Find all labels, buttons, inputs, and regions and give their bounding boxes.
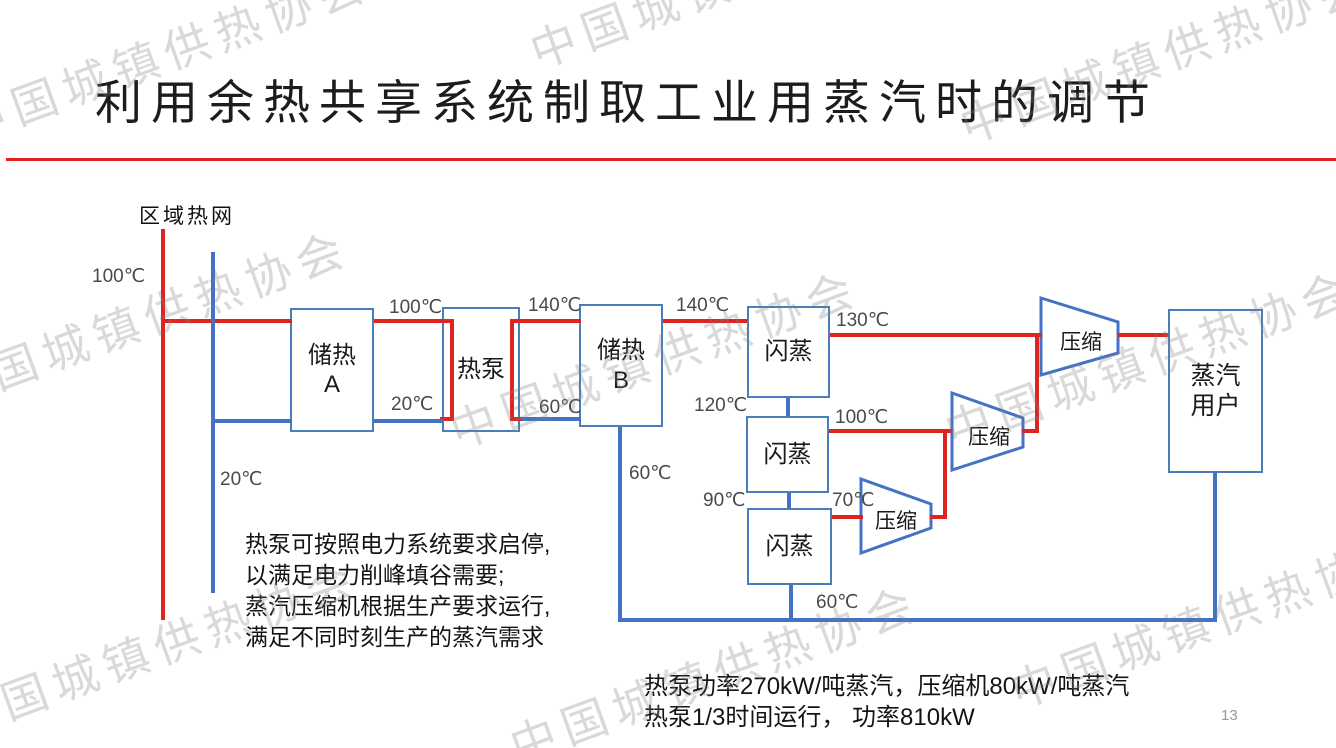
storage-b-sublabel: B bbox=[612, 366, 629, 394]
temp-storage-a-out: 100℃ bbox=[389, 297, 443, 318]
storage-a-label: 储热 bbox=[308, 341, 356, 369]
stats-line-2: 热泵1/3时间运行， 功率810kW bbox=[644, 704, 975, 731]
pipe-flash1-to-flash2 bbox=[786, 398, 790, 416]
pipe-storage-a-to-heatpump bbox=[374, 319, 454, 323]
pipe-heatpump-to-storage-b bbox=[510, 319, 581, 323]
pipe-storage-b-to-heatpump-return bbox=[522, 417, 581, 421]
pipe-flash2-to-flash3 bbox=[787, 493, 791, 508]
operation-notes: 热泵可按照电力系统要求启停, 以满足电力削峰填谷需要; 蒸汽压缩机根据生产要求运… bbox=[245, 529, 550, 653]
pipe-storage-b-down bbox=[618, 427, 622, 620]
temp-storage-b-return: 60℃ bbox=[629, 463, 672, 484]
heat-pump-label: 热泵 bbox=[457, 355, 505, 383]
power-stats: 热泵功率270kW/吨蒸汽，压缩机80kW/吨蒸汽 热泵1/3时间运行， 功率8… bbox=[644, 671, 1129, 733]
flash-2-box: 闪蒸 bbox=[746, 416, 829, 493]
pipe-storage-b-to-flash1 bbox=[663, 319, 747, 323]
flash-2-label: 闪蒸 bbox=[763, 440, 812, 468]
storage-b-box: 储热 B bbox=[579, 304, 663, 427]
compressor-2-label: 压缩 bbox=[968, 426, 1010, 449]
pipe-network-supply bbox=[161, 229, 165, 620]
note-line-1: 热泵可按照电力系统要求启停, bbox=[245, 531, 551, 557]
district-network-label: 区域热网 bbox=[139, 205, 235, 228]
flash-1-box: 闪蒸 bbox=[747, 306, 830, 398]
pipe-supply-to-storage-a bbox=[161, 319, 292, 323]
temp-flash1-steam: 130℃ bbox=[836, 310, 890, 331]
compressor-1-shape bbox=[1039, 295, 1120, 377]
temp-flash1-to-flash2: 120℃ bbox=[694, 395, 748, 416]
pipe-compressor1-to-user bbox=[1118, 333, 1168, 337]
steam-user-sublabel: 用户 bbox=[1190, 392, 1241, 420]
pipe-compressor2-riser bbox=[1035, 333, 1039, 433]
temp-storage-a-return: 20℃ bbox=[391, 394, 434, 415]
storage-a-sublabel: A bbox=[323, 371, 340, 398]
heatpump-left-coil-foot bbox=[440, 417, 454, 421]
pipe-flash2-steam bbox=[829, 429, 952, 433]
compressor-2-shape bbox=[950, 391, 1025, 472]
pipe-flash3-steam bbox=[832, 515, 863, 519]
compressor-3-shape bbox=[859, 477, 933, 555]
temp-heatpump-out: 140℃ bbox=[528, 295, 582, 316]
page-number: 13 bbox=[1221, 707, 1238, 724]
title-underline bbox=[6, 158, 1336, 161]
temp-condensate-return: 60℃ bbox=[816, 592, 859, 613]
steam-user-label: 蒸汽 bbox=[1190, 361, 1241, 390]
flash-1-label: 闪蒸 bbox=[764, 338, 813, 366]
pipe-user-condensate-down bbox=[1213, 471, 1217, 622]
stats-line-1: 热泵功率270kW/吨蒸汽，压缩机80kW/吨蒸汽 bbox=[644, 673, 1130, 700]
pipe-compressor2-outlet bbox=[1022, 429, 1039, 433]
heatpump-right-coil bbox=[510, 319, 514, 421]
temp-storage-b-out: 140℃ bbox=[676, 295, 730, 316]
page-title: 利用余热共享系统制取工业用蒸汽时的调节 bbox=[95, 76, 1159, 129]
storage-a-box: 储热 A bbox=[290, 308, 374, 432]
note-line-4: 满足不同时刻生产的蒸汽需求 bbox=[245, 624, 544, 650]
flash-3-box: 闪蒸 bbox=[747, 508, 832, 585]
compressor-1-label: 压缩 bbox=[1060, 331, 1102, 354]
steam-user-box: 蒸汽 用户 bbox=[1168, 309, 1263, 473]
pipe-compressor3-outlet bbox=[930, 515, 947, 519]
note-line-2: 以满足电力削峰填谷需要; bbox=[245, 562, 505, 588]
flash-3-label: 闪蒸 bbox=[765, 532, 814, 560]
pipe-condensate-return bbox=[618, 618, 1217, 622]
pipe-compressor3-riser bbox=[943, 429, 947, 519]
temp-flash3-steam: 70℃ bbox=[832, 490, 875, 511]
temp-flash2-steam: 100℃ bbox=[835, 407, 889, 428]
pipe-flash1-steam bbox=[830, 333, 1042, 337]
storage-b-label: 储热 bbox=[597, 337, 645, 365]
pipe-flash3-down bbox=[789, 585, 793, 618]
note-line-3: 蒸汽压缩机根据生产要求运行, bbox=[245, 593, 551, 619]
temp-flash2-to-flash3: 90℃ bbox=[703, 490, 746, 511]
temp-network-supply: 100℃ bbox=[92, 266, 146, 287]
temp-heatpump-return: 60℃ bbox=[539, 397, 582, 418]
temp-network-return: 20℃ bbox=[220, 469, 263, 490]
heat-pump-box: 热泵 bbox=[442, 307, 520, 432]
pipe-return-to-storage-a bbox=[211, 419, 292, 423]
compressor-3-label: 压缩 bbox=[875, 510, 917, 533]
pipe-storage-a-return bbox=[374, 419, 444, 423]
heatpump-right-coil-foot bbox=[510, 417, 524, 421]
heatpump-left-coil bbox=[450, 319, 454, 421]
